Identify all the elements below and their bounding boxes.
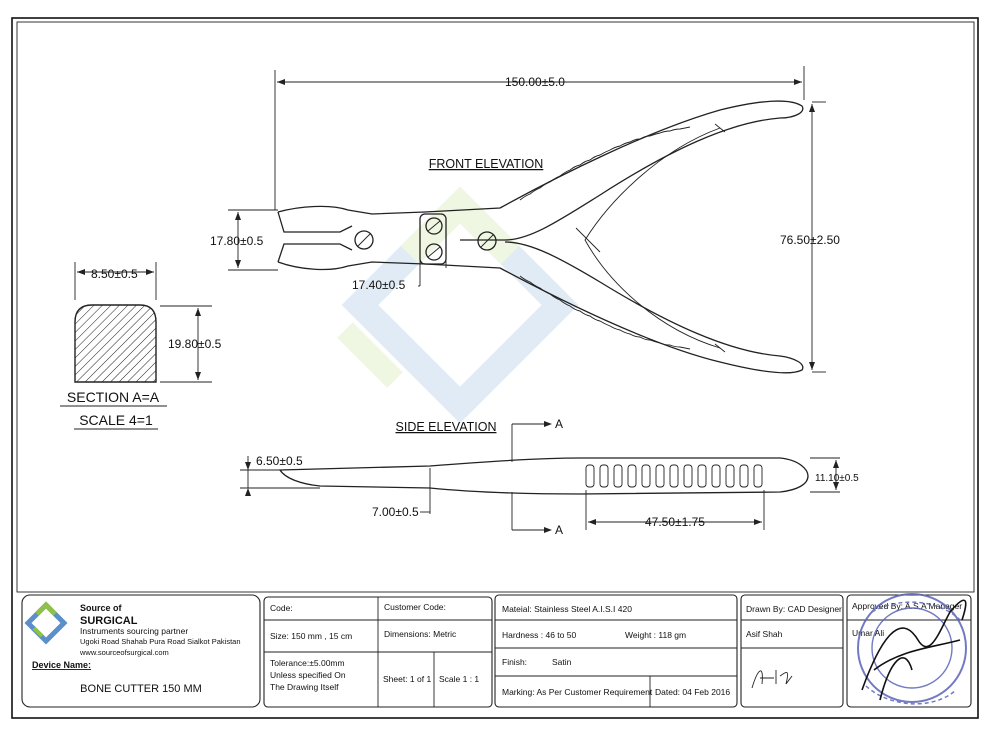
front-dimension-lines [228, 66, 826, 373]
company-box [21, 594, 261, 708]
section-mark-bottom: A [555, 523, 563, 537]
approval-stamp [857, 593, 967, 705]
section-title: SECTION A=A [67, 389, 160, 405]
outer-border [11, 17, 979, 719]
dated-text: Dated: 04 Feb 2016 [655, 687, 730, 697]
tolerance-line-2: Unless specified On [270, 670, 346, 680]
drawing-scale: Scale 1 : 1 [439, 674, 479, 684]
hardness-text: Hardness : 46 to 50 [502, 630, 576, 640]
company-tagline: Instruments sourcing partner [80, 626, 188, 636]
code-label: Code: [270, 603, 293, 613]
front-elevation-title: FRONT ELEVATION [429, 157, 544, 171]
material-text: Mateial: Stainless Steel A.I.S.I 420 [502, 604, 632, 614]
side-elevation-drawing [240, 421, 840, 533]
weight-text: Weight : 118 gm [625, 630, 686, 640]
device-name: BONE CUTTER 150 MM [80, 683, 202, 695]
finish-label: Finish: [502, 657, 527, 667]
approver-name-text: Umar Ali [852, 628, 884, 638]
size-text: Size: 150 mm , 15 cm [270, 631, 352, 641]
company-logo [24, 601, 68, 645]
company-website: www.sourceofsurgical.com [79, 648, 169, 657]
drawn-signature [751, 670, 793, 689]
customer-code: Customer Code: [384, 602, 446, 612]
marking-text: Marking: As Per Customer Requirement [502, 687, 653, 697]
section-mark-top: A [555, 417, 563, 431]
drawn-name-text: Asif Shah [746, 629, 783, 639]
section-height-dim: 19.80±0.5 [168, 337, 222, 351]
watermark-logo [337, 186, 579, 424]
material-box [494, 594, 738, 708]
jaw-height-dim: 17.80±0.5 [210, 234, 264, 248]
approver-signature [861, 599, 967, 701]
handle-spread-dim: 76.50±2.50 [780, 233, 840, 247]
company-source-of: Source of [80, 603, 123, 613]
drawn-box [740, 594, 844, 708]
company-address: Ugoki Road Shahab Pura Road Sialkot Paki… [80, 637, 241, 646]
overall-length-dim: 150.00±5.0 [505, 75, 565, 89]
sheet-number: Sheet: 1 of 1 [383, 674, 431, 684]
company-surgical: SURGICAL [80, 615, 138, 627]
drawing-border [16, 21, 975, 593]
dimensions-unit: Dimensions: Metric [384, 629, 457, 639]
front-elevation-drawing [277, 100, 804, 374]
handle-thickness-dim: 11.10±0.5 [815, 473, 859, 484]
tolerance-line-3: The Drawing Itself [270, 682, 339, 692]
title-block [21, 594, 972, 708]
section-a-a-drawing [74, 262, 212, 383]
device-name-label: Device Name: [32, 660, 91, 670]
tip-thickness-dim: 6.50±0.5 [256, 454, 303, 468]
section-scale: SCALE 4=1 [79, 412, 153, 428]
approved-by-text: Approved By: A.S.A Manager [852, 601, 962, 611]
section-width-dim: 8.50±0.5 [91, 267, 138, 281]
tolerance-line-1: Tolerance:±5.00mm [270, 658, 345, 668]
drawn-by-text: Drawn By: CAD Designer [746, 604, 842, 614]
joint-width-dim: 17.40±0.5 [352, 278, 406, 292]
finish-value: Satin [552, 657, 572, 667]
joint-thickness-dim: 7.00±0.5 [372, 505, 419, 519]
side-elevation-title: SIDE ELEVATION [396, 420, 497, 434]
grip-length-dim: 47.50±1.75 [645, 515, 705, 529]
